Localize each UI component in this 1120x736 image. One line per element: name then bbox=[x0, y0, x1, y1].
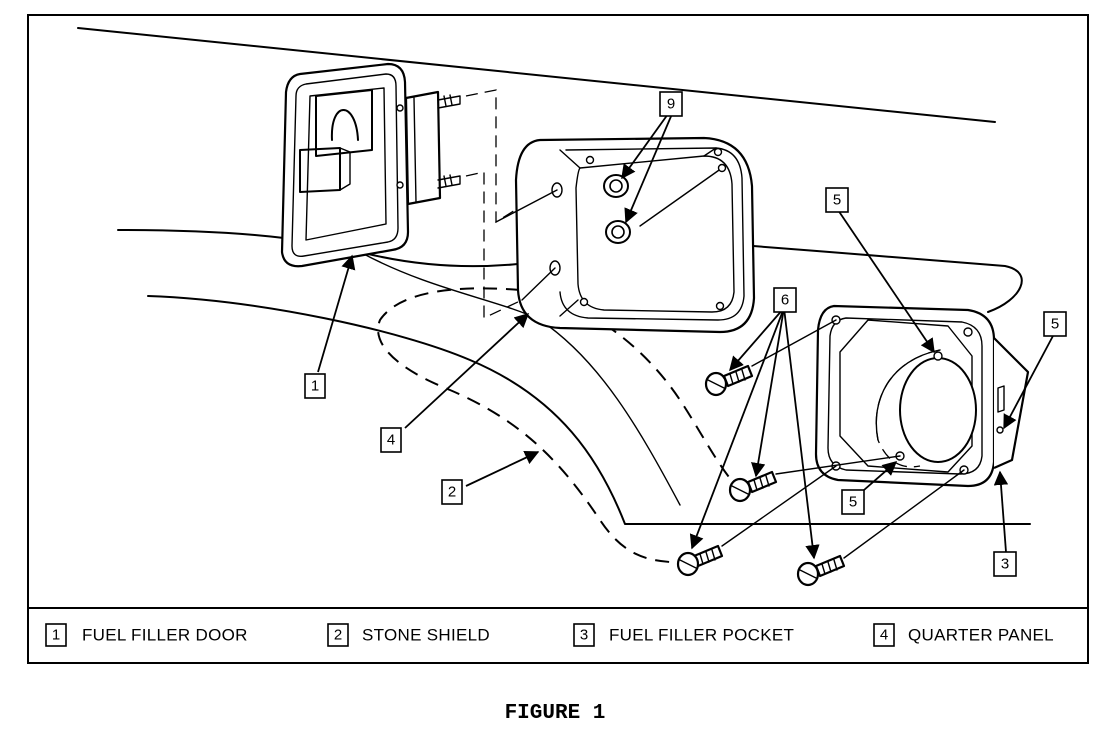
legend-item-2: 2 STONE SHIELD bbox=[327, 623, 490, 647]
legend-item-1: 1 FUEL FILLER DOOR bbox=[45, 623, 248, 647]
screw-4 bbox=[796, 554, 846, 587]
quarter-panel-opening bbox=[495, 136, 756, 334]
svg-text:QUARTER PANEL: QUARTER PANEL bbox=[908, 626, 1054, 645]
screw-alignment-lines bbox=[721, 319, 965, 559]
screw-2 bbox=[728, 470, 778, 503]
svg-text:3: 3 bbox=[580, 627, 588, 644]
legend: 1 FUEL FILLER DOOR 2 STONE SHIELD 3 FUEL… bbox=[45, 623, 1054, 647]
grommet-lower bbox=[605, 220, 631, 244]
callout-2: 2 bbox=[441, 479, 463, 505]
screw-1 bbox=[704, 364, 754, 397]
svg-text:1: 1 bbox=[52, 627, 60, 644]
legend-item-3: 3 FUEL FILLER POCKET bbox=[573, 623, 794, 647]
svg-text:2: 2 bbox=[448, 484, 456, 501]
diagram-frame bbox=[27, 14, 1089, 664]
legend-item-4: 4 QUARTER PANEL bbox=[873, 623, 1054, 647]
figure-caption: FIGURE 1 bbox=[505, 702, 606, 725]
svg-text:4: 4 bbox=[880, 627, 888, 644]
svg-text:STONE SHIELD: STONE SHIELD bbox=[362, 626, 490, 645]
svg-text:FUEL FILLER POCKET: FUEL FILLER POCKET bbox=[609, 626, 794, 645]
leader-lines bbox=[317, 113, 1055, 560]
callout-5-bottom: 5 bbox=[841, 489, 865, 515]
callout-5-right: 5 bbox=[1043, 311, 1067, 337]
svg-text:5: 5 bbox=[849, 494, 857, 511]
svg-text:5: 5 bbox=[1051, 316, 1059, 333]
fuel-filler-door bbox=[280, 62, 461, 268]
svg-text:2: 2 bbox=[334, 627, 342, 644]
callout-6: 6 bbox=[773, 287, 797, 313]
callout-1: 1 bbox=[304, 373, 326, 399]
svg-text:5: 5 bbox=[833, 192, 841, 209]
callout-3: 3 bbox=[993, 551, 1017, 577]
svg-text:1: 1 bbox=[311, 378, 319, 395]
screw-3 bbox=[676, 544, 724, 577]
fuel-filler-pocket bbox=[814, 304, 1030, 488]
callout-4: 4 bbox=[380, 427, 402, 453]
grommet-upper bbox=[603, 174, 629, 198]
svg-text:6: 6 bbox=[781, 292, 789, 309]
svg-text:FUEL FILLER DOOR: FUEL FILLER DOOR bbox=[82, 626, 248, 645]
svg-text:3: 3 bbox=[1001, 556, 1009, 573]
svg-text:9: 9 bbox=[667, 96, 675, 113]
callout-9: 9 bbox=[659, 91, 683, 117]
svg-text:4: 4 bbox=[387, 432, 395, 449]
callout-5-top: 5 bbox=[825, 187, 849, 213]
